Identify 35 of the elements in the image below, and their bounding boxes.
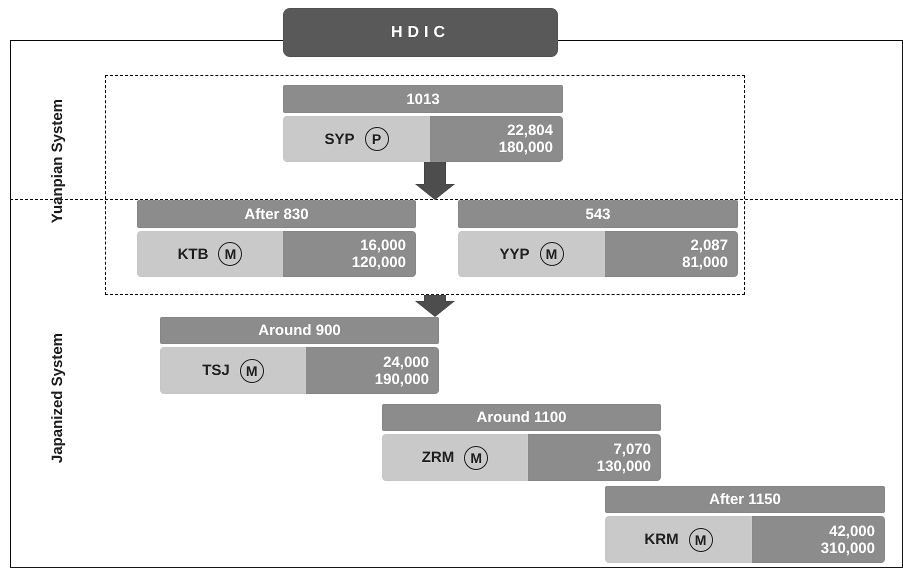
- dictionary-name: SYP: [324, 130, 354, 148]
- count-value: 81,000: [682, 254, 728, 271]
- count-value: 120,000: [352, 254, 406, 271]
- count-value: 16,000: [360, 237, 406, 254]
- type-badge: M: [464, 446, 488, 470]
- type-badge: M: [240, 358, 264, 382]
- band-label: Yuanpian System: [49, 99, 66, 224]
- year-header: 543: [458, 200, 738, 228]
- type-badge: M: [218, 242, 242, 266]
- down-arrow: [415, 162, 455, 200]
- dictionary-name: TSJ: [202, 362, 230, 379]
- count-value: 7,070: [613, 440, 651, 458]
- title-box: HDIC: [283, 8, 558, 57]
- year-header: Around 900: [160, 317, 439, 344]
- dictionary-name: KTB: [178, 246, 208, 262]
- dictionary-name: ZRM: [422, 449, 454, 466]
- year-header: Around 1100: [382, 404, 661, 431]
- count-value: 2,087: [690, 237, 728, 254]
- year-header: After 1150: [605, 486, 885, 513]
- count-value: 130,000: [596, 458, 651, 474]
- dictionary-name: YYP: [499, 246, 530, 262]
- down-arrow: [415, 295, 455, 317]
- count-value: 22,804: [507, 122, 553, 139]
- count-value: 190,000: [374, 370, 429, 388]
- count-value: 42,000: [829, 522, 875, 540]
- count-value: 24,000: [383, 354, 429, 370]
- type-badge: M: [688, 528, 713, 552]
- type-badge: P: [364, 127, 388, 151]
- dictionary-name: KRM: [644, 531, 679, 548]
- band-label: Japanized System: [49, 333, 66, 464]
- count-value: 310,000: [820, 540, 875, 556]
- count-value: 180,000: [498, 139, 553, 156]
- year-header: After 830: [137, 200, 416, 228]
- year-header: 1013: [283, 85, 563, 113]
- type-badge: M: [540, 242, 564, 266]
